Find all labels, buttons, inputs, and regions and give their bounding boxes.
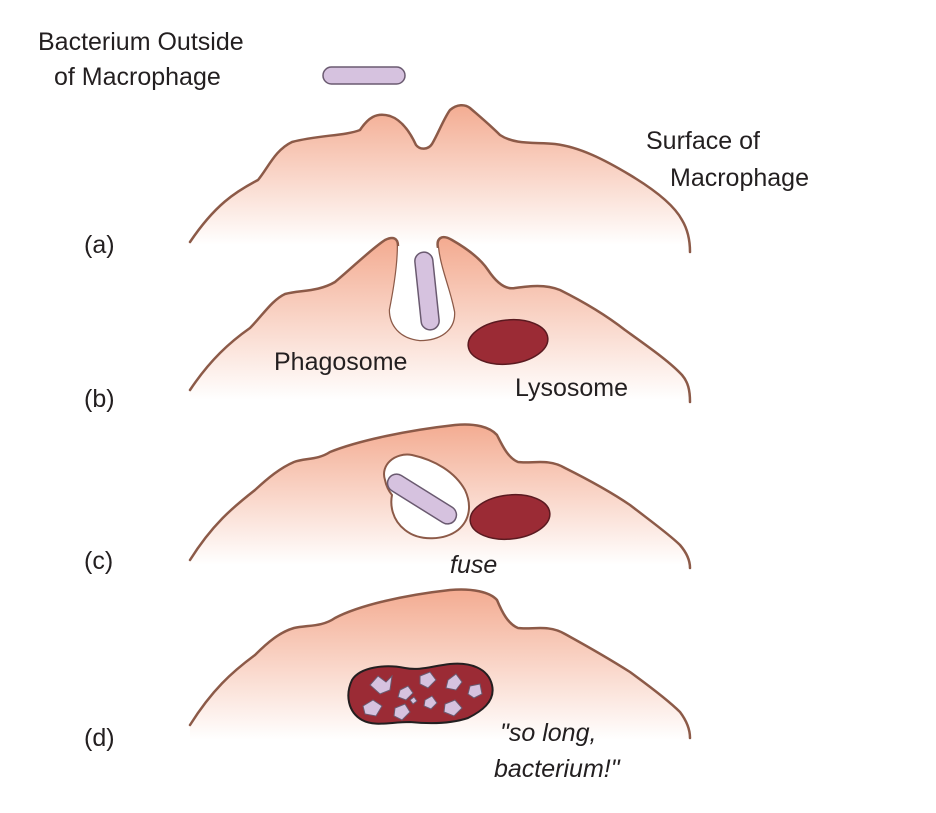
panel-b-cell	[188, 236, 692, 412]
fuse-label: fuse	[450, 551, 498, 579]
so-long-label-line2: bacterium!"	[494, 755, 620, 783]
panel-letter-c: (c)	[84, 547, 114, 575]
bacterium-engulfed	[414, 251, 440, 331]
bacterial-fragments	[362, 671, 483, 721]
lysosome	[467, 318, 549, 366]
lysosome-label: Lysosome	[515, 374, 629, 402]
surface-label-line2: Macrophage	[670, 164, 809, 192]
surface-label-line1: Surface of	[646, 127, 760, 155]
phagosome-label: Phagosome	[274, 348, 408, 376]
bacterium-outside-label-line2: of Macrophage	[54, 63, 221, 91]
bacterium-in-phagosome	[386, 473, 458, 525]
panel-a-cell	[188, 104, 692, 262]
panel-c-cell	[188, 423, 692, 578]
so-long-label-line1: "so long,	[500, 719, 597, 747]
panel-letter-d: (d)	[84, 724, 115, 752]
bacterium-outside	[322, 66, 406, 85]
lysosome-fusing	[469, 493, 551, 541]
panel-letter-a: (a)	[84, 231, 115, 259]
panel-d-cell	[188, 588, 692, 748]
panel-letter-b: (b)	[84, 385, 115, 413]
bacterium-outside-label-line1: Bacterium Outside	[38, 28, 244, 56]
